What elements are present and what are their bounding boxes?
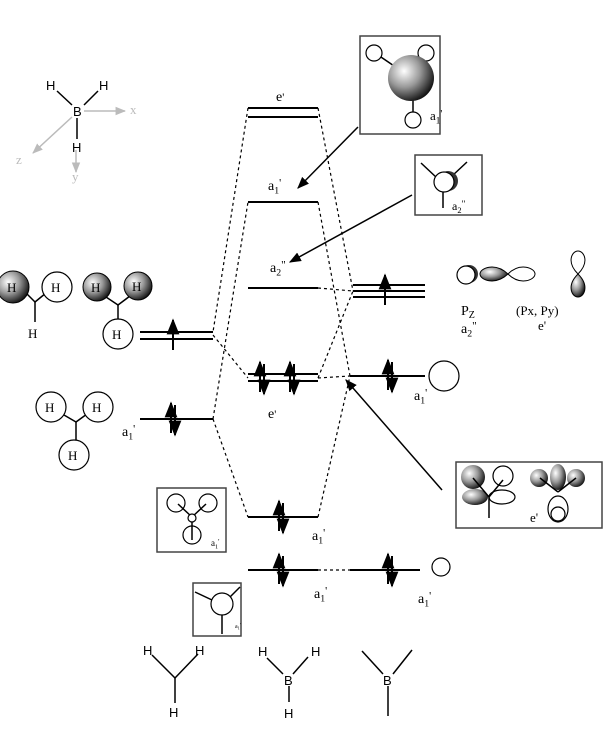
boron-atom: B	[73, 104, 82, 119]
label-b-pz-sym: a2"	[461, 321, 477, 340]
label-e-prime-top: e'	[276, 90, 284, 105]
py-orbital	[570, 273, 586, 298]
pxpy-symmetry-label: e'	[538, 318, 546, 333]
pointer-arrows	[288, 126, 443, 491]
electrons	[164, 273, 399, 588]
hydrogen-atom: H	[51, 280, 60, 295]
b-1s-orbital	[431, 557, 451, 577]
hydrogen-atom: H	[72, 140, 81, 155]
hydrogen-atom: H	[99, 78, 108, 93]
hydrogen-atom: H	[258, 644, 267, 659]
coordinate-system: x z y B H H H	[16, 78, 137, 184]
hydrogen-atom: H	[91, 280, 100, 295]
z-axis-arrow	[32, 116, 73, 154]
orbital-box-a2-dprime	[414, 154, 483, 216]
boron-atomic-orbitals: PZ (Px, Py) e'	[428, 250, 586, 577]
hydrogen-atom: H	[7, 280, 16, 295]
hydrogen-atom: H	[284, 706, 293, 721]
h3-a1-prime-orbital: H H H	[35, 391, 114, 471]
pxpy-label: (Px, Py)	[516, 303, 559, 318]
label-e-prime-occ: e'	[268, 407, 276, 422]
hydrogen-atom: H	[195, 643, 204, 658]
hydrogen-atom: H	[311, 644, 320, 659]
z-axis-label: z	[16, 152, 22, 167]
pz-orbital	[456, 265, 476, 285]
orbital-box-e-prime: e'	[455, 461, 603, 529]
boron-atom: B	[383, 673, 392, 688]
label-box-low-a1-prime: a1'	[211, 538, 219, 551]
label-b-s-a1-prime: a1'	[414, 388, 427, 407]
bottom-structures: H H H H H B H B	[143, 643, 413, 721]
orbital-box-a1-prime-core	[192, 582, 242, 637]
box-e-prime-label: e'	[530, 510, 538, 525]
x-axis-label: x	[130, 102, 137, 117]
label-a1-prime-upper: a1'	[268, 178, 281, 197]
pz-label: PZ	[461, 304, 475, 321]
label-a2-dprime-mid: a2"	[270, 260, 286, 279]
hydrogen-atom: H	[112, 327, 121, 342]
label-a1-prime-low2: a1'	[314, 586, 327, 605]
px-orbital	[507, 266, 536, 282]
hydrogen-atom: H	[68, 448, 77, 463]
hydrogen-atom: H	[92, 400, 101, 415]
correlation-lines	[212, 107, 354, 571]
label-box-small-a1-prime: a1'	[235, 624, 241, 631]
orbital-box-a1-prime-antibonding	[359, 35, 441, 135]
label-box-a2-dprime: a2"	[452, 199, 466, 215]
symmetry-labels: e' a1' a2" e' a1' a1' a1' a1' a1' a1' a2" a1' a1' a2"	[122, 90, 477, 631]
label-b-core-a1-prime: a1'	[418, 591, 431, 610]
hydrogen-atom: H	[28, 326, 37, 341]
hydrogen-atom: H	[143, 643, 152, 658]
label-h3-a1-prime: a1'	[122, 424, 135, 443]
label-box-top-a1-prime: a1'	[430, 108, 442, 125]
y-axis-label: y	[72, 169, 79, 184]
hydrogen-atom: H	[169, 705, 178, 720]
hydrogen-atom: H	[46, 78, 55, 93]
hydrogen-atom: H	[132, 279, 141, 294]
h3-e-prime-orbitals: H H H H H H	[0, 270, 153, 350]
orbital-box-a1-prime-bonding	[156, 487, 227, 553]
b-2s-orbital	[428, 360, 460, 392]
boron-s-orbital-sphere	[388, 55, 434, 101]
label-a1-prime-low1: a1'	[312, 528, 325, 547]
boron-atom: B	[284, 673, 293, 688]
hydrogen-atom: H	[45, 400, 54, 415]
